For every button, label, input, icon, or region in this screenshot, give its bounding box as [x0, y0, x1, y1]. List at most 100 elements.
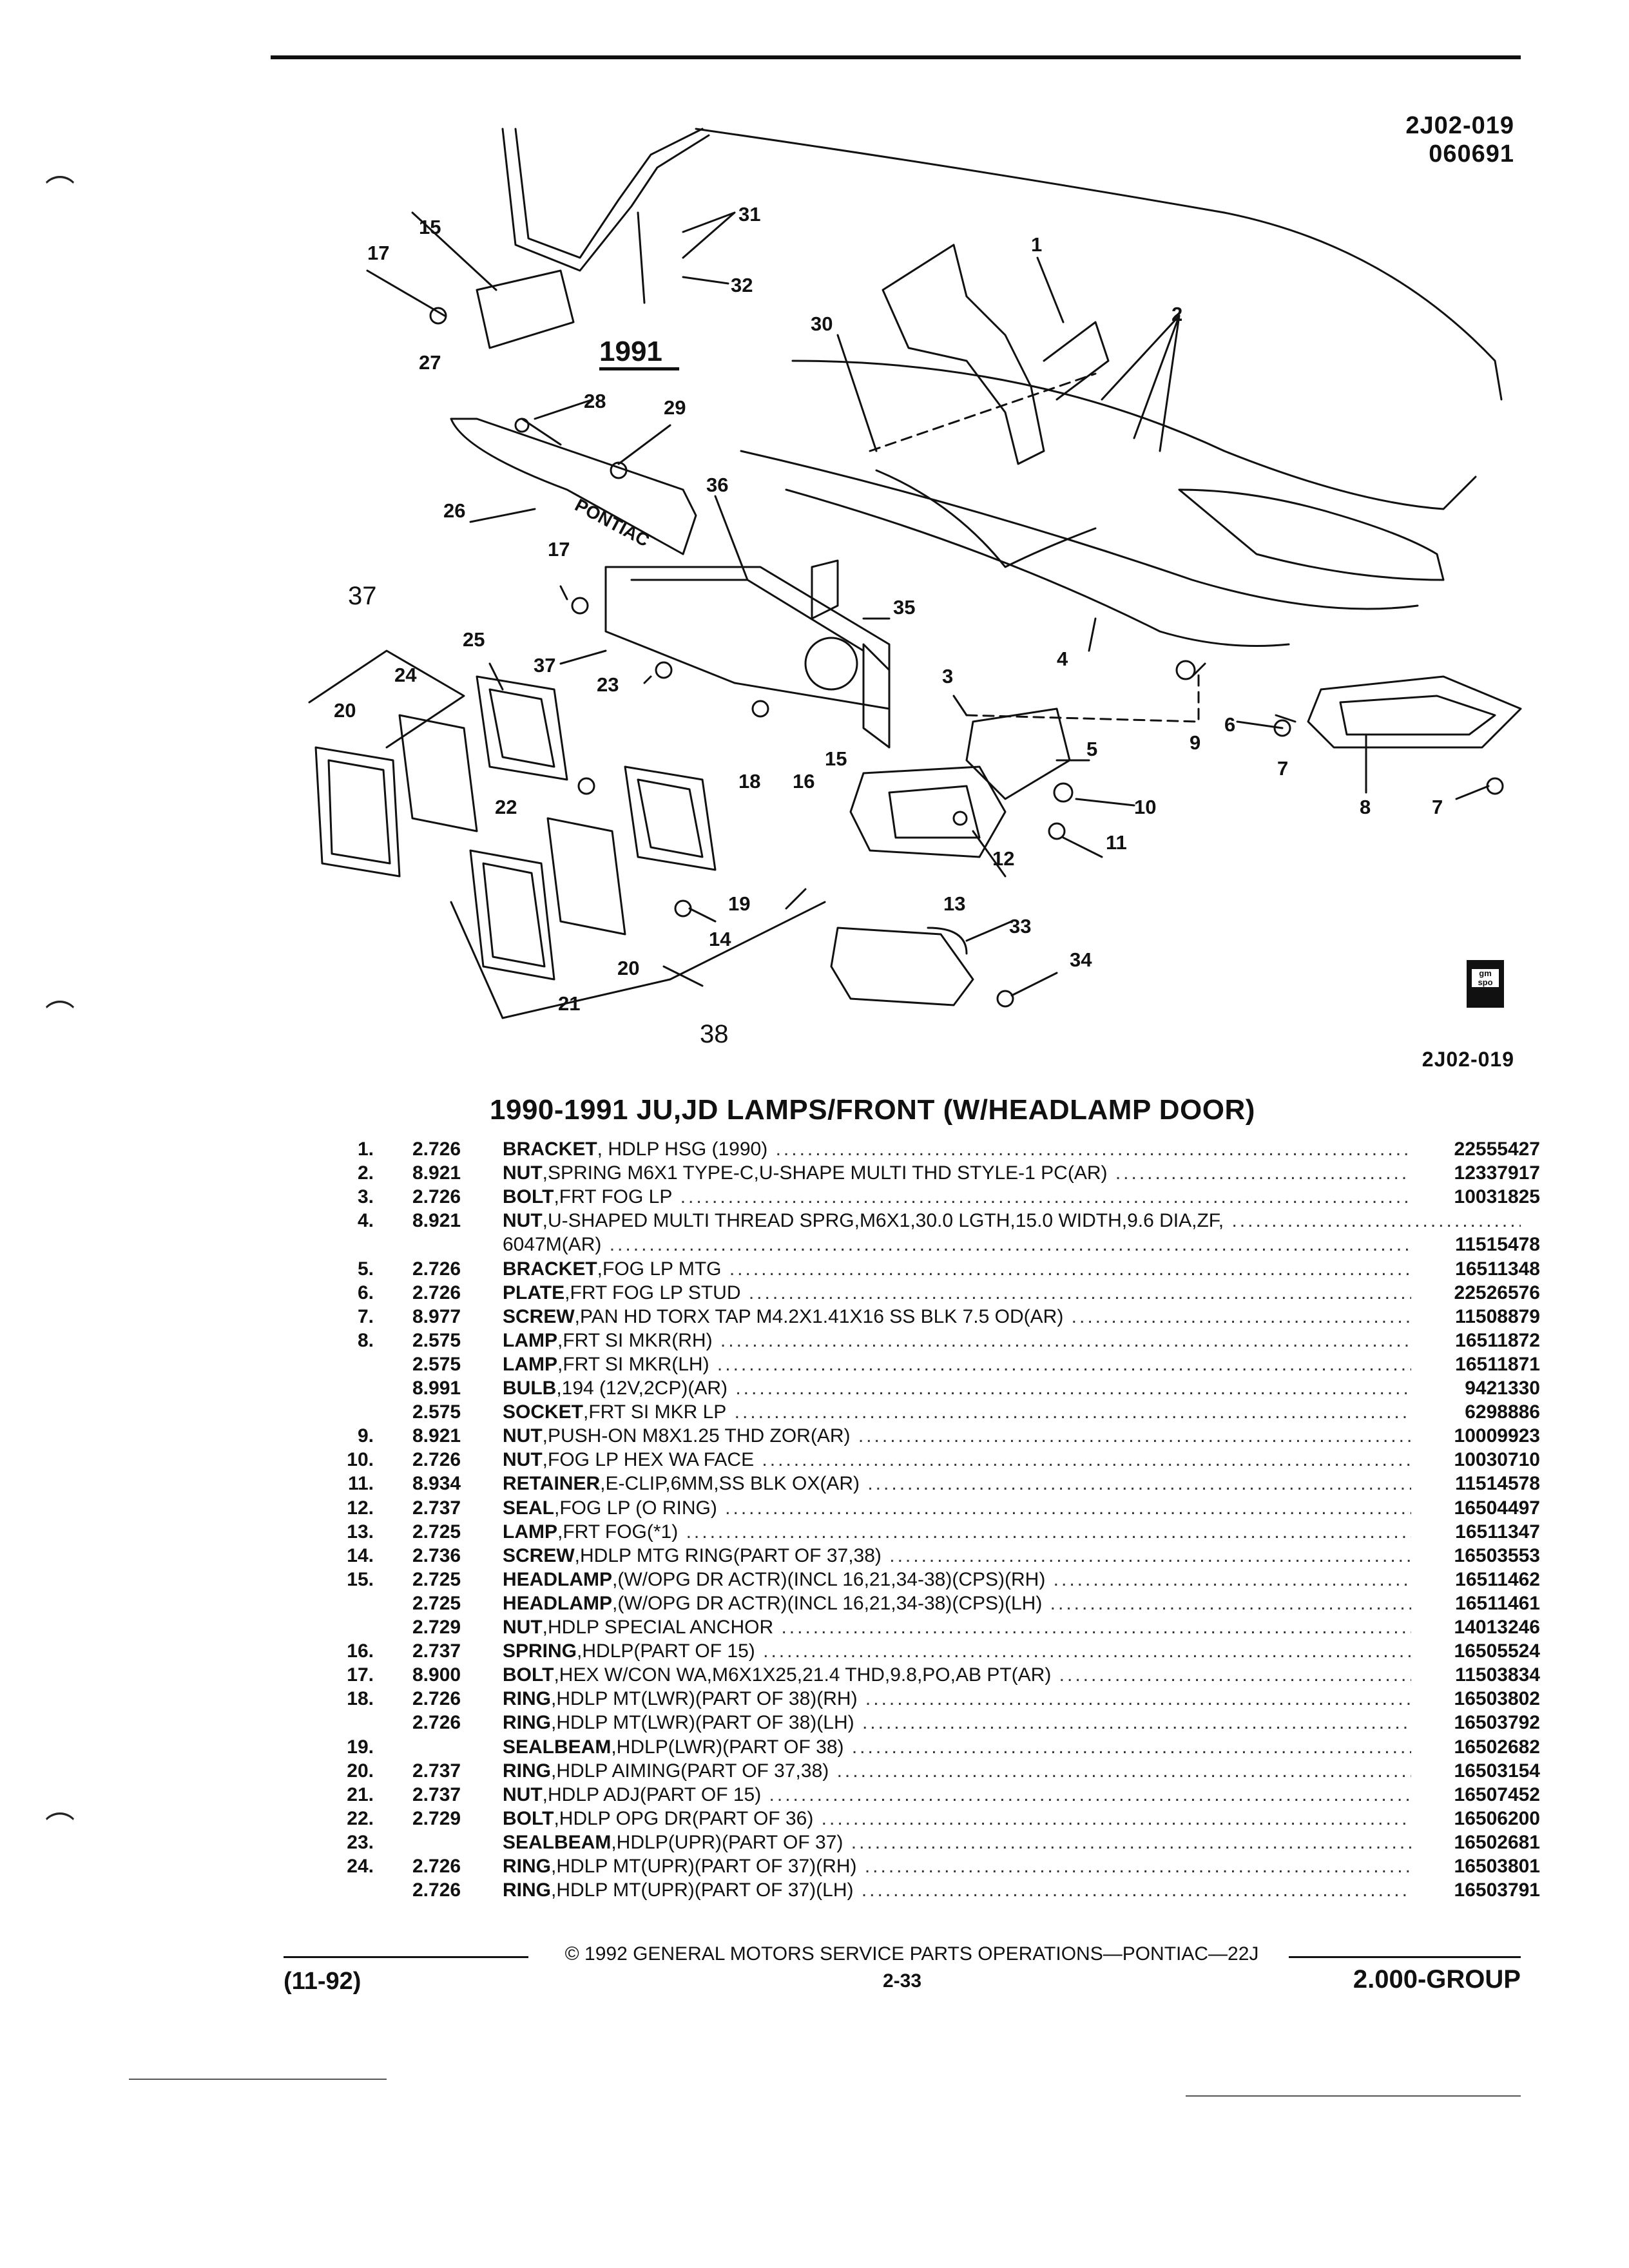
sealbeam-lower: [546, 817, 626, 936]
footer-rule-right: [1289, 1956, 1521, 1958]
part-name: LAMP: [503, 1330, 557, 1351]
group-number: 2.575: [412, 1330, 461, 1351]
group-number: 2.726: [412, 1258, 461, 1280]
leader-dots: ........................................…: [734, 1401, 1521, 1423]
sealbeam-upper: [398, 714, 478, 832]
part-detail: ,HDLP(UPR)(PART OF 37): [611, 1832, 843, 1853]
parts-row: 23. SEALBEAM,HDLP(UPR)(PART OF 37) ......…: [322, 1831, 1540, 1854]
part-number: 16511348: [1411, 1258, 1540, 1281]
part-description: NUT,HDLP ADJ(PART OF 15) ...............…: [503, 1783, 1521, 1807]
parts-row: 19.SEALBEAM,HDLP(LWR)(PART OF 38) ......…: [322, 1736, 1540, 1759]
part-detail: ,HEX W/CON WA,M6X1X25,21.4 THD,9.8,PO,AB…: [554, 1664, 1052, 1686]
group-number: 2.737: [412, 1760, 461, 1782]
leader-dots: ........................................…: [609, 1234, 1521, 1255]
part-description: NUT,SPRING M6X1 TYPE-C,U-SHAPE MULTI THD…: [503, 1162, 1521, 1185]
item-number: 22.: [347, 1808, 374, 1829]
part-detail: ,SPRING M6X1 TYPE-C,U-SHAPE MULTI THD ST…: [542, 1162, 1108, 1184]
part-number: 12337917: [1411, 1162, 1540, 1185]
aiming-ring-lower: [469, 849, 555, 981]
callout-label: 16: [793, 770, 815, 793]
item-number: 18.: [347, 1688, 374, 1709]
part-detail: ,HDLP(LWR)(PART OF 38): [611, 1736, 844, 1758]
pontiac-emblem-panel: [450, 418, 697, 555]
callout-label: 12: [992, 847, 1014, 870]
group-number: 8.921: [412, 1210, 461, 1231]
part-description: LAMP,FRT SI MKR(LH) ....................…: [503, 1353, 1521, 1376]
group-number: 2.726: [412, 1186, 461, 1207]
part-number: 16505524: [1411, 1640, 1540, 1663]
part-detail: ,HDLP MT(LWR)(PART OF 38)(RH): [551, 1688, 858, 1709]
callout-label: 15: [419, 216, 441, 238]
part-name: BRACKET: [503, 1139, 597, 1160]
part-number: 11515478: [1411, 1233, 1540, 1256]
callout-label: 9: [1190, 731, 1200, 754]
group-number: 2.737: [412, 1497, 461, 1519]
part-number: 16502681: [1411, 1831, 1540, 1854]
year-label: 1991: [599, 336, 662, 367]
part-name: SOCKET: [503, 1401, 584, 1423]
callout-label: 10: [1134, 796, 1156, 818]
part-description: NUT,FOG LP HEX WA FACE .................…: [503, 1448, 1521, 1472]
group-number: 2.725: [412, 1593, 461, 1614]
part-name: RETAINER: [503, 1473, 601, 1494]
item-number: 15.: [347, 1569, 374, 1590]
item-number: 12.: [347, 1497, 374, 1519]
part-number: 16511461: [1411, 1592, 1540, 1615]
group-number: 2.726: [412, 1688, 461, 1709]
callout-label: 19: [728, 892, 750, 915]
callout-label: 20: [334, 699, 356, 722]
callout-label: 17: [548, 538, 570, 561]
part-name: NUT: [503, 1784, 543, 1805]
part-description: SEALBEAM,HDLP(UPR)(PART OF 37) .........…: [503, 1831, 1521, 1854]
item-number: 10.: [347, 1449, 374, 1470]
leader-dots: ........................................…: [862, 1712, 1521, 1733]
part-number: 16507452: [1411, 1783, 1540, 1807]
item-number: 13.: [347, 1521, 374, 1542]
part-detail: ,194 (12V,2CP)(AR): [556, 1378, 728, 1399]
group-number: 2.726: [412, 1712, 461, 1733]
date-code: (11-92): [284, 1968, 361, 1995]
part-name: RING: [503, 1856, 551, 1877]
ref-date: 060691: [1429, 140, 1514, 168]
callout-labels: 1 2 3 4 5 6 7 7 8 9 10 11 12 13 14 15 15…: [334, 203, 1443, 1048]
leader-dots: ........................................…: [821, 1808, 1521, 1829]
leader-dots: ........................................…: [851, 1736, 1521, 1758]
pontiac-brand-text: PONTIAC: [572, 495, 653, 551]
aiming-ring-upper: [314, 746, 401, 878]
callout-label: 17: [367, 242, 389, 264]
callout-label: 3: [942, 665, 953, 687]
part-detail: ,(W/OPG DR ACTR)(INCL 16,21,34-38)(CPS)(…: [612, 1593, 1043, 1614]
group-number: 2.737: [412, 1784, 461, 1805]
part-description: NUT,HDLP SPECIAL ANCHOR ................…: [503, 1616, 1521, 1639]
part-description: SEALBEAM,HDLP(LWR)(PART OF 38) .........…: [503, 1736, 1521, 1759]
part-name: RING: [503, 1688, 551, 1709]
part-name: SCREW: [503, 1545, 575, 1566]
leader-dots: ........................................…: [680, 1186, 1521, 1207]
part-name: SEALBEAM: [503, 1736, 612, 1758]
callout-label: 23: [597, 673, 619, 696]
item-number: 6.: [357, 1282, 374, 1303]
item-number: 23.: [347, 1832, 374, 1853]
footer-rule-left: [284, 1956, 528, 1958]
part-description: PLATE,FRT FOG LP STUD ..................…: [503, 1282, 1521, 1305]
gm-spo-logo: gm spo: [1467, 960, 1504, 1008]
callout-label: 32: [731, 274, 753, 296]
part-number: 16503154: [1411, 1760, 1540, 1783]
leader-dots: ........................................…: [720, 1330, 1521, 1351]
callout-label: 27: [419, 351, 441, 374]
part-detail: ,HDLP SPECIAL ANCHOR: [542, 1617, 774, 1638]
part-detail: ,FRT FOG LP STUD: [564, 1282, 741, 1303]
leader-dots: ........................................…: [763, 1640, 1521, 1662]
parts-row: 18. 2.726 RING,HDLP MT(LWR)(PART OF 38)(RH…: [322, 1687, 1540, 1711]
